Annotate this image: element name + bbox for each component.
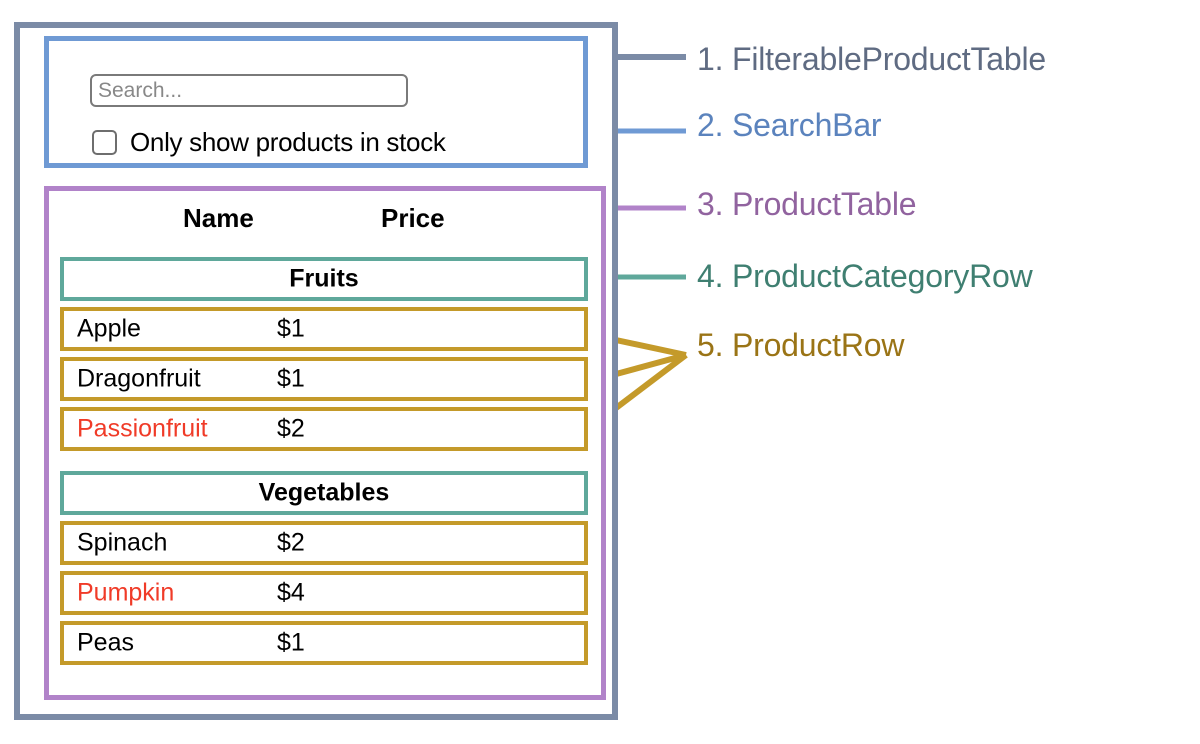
product-row: Pumpkin $4 <box>60 571 588 615</box>
product-price: $2 <box>277 528 305 557</box>
product-name: Peas <box>77 628 134 657</box>
product-name: Apple <box>77 314 141 343</box>
product-price: $4 <box>277 578 305 607</box>
product-row: Spinach $2 <box>60 521 588 565</box>
column-header-price: Price <box>381 203 445 233</box>
product-name: Passionfruit <box>77 414 208 443</box>
legend-item-filterable-product-table: 1. FilterableProductTable <box>697 41 1046 77</box>
group-spacer <box>60 457 588 471</box>
product-name: Dragonfruit <box>77 364 201 393</box>
legend-item-product-category-row: 4. ProductCategoryRow <box>697 258 1033 294</box>
search-input[interactable]: Search... <box>90 74 408 107</box>
product-table-column-headers: Name Price <box>49 203 601 243</box>
product-category-label: Fruits <box>289 264 359 293</box>
product-row: Dragonfruit $1 <box>60 357 588 401</box>
product-price: $1 <box>277 628 305 657</box>
product-name: Spinach <box>77 528 168 557</box>
product-price: $1 <box>277 314 305 343</box>
product-table-rows: Fruits Apple $1 Dragonfruit $1 Passionfr… <box>60 257 588 671</box>
in-stock-checkbox-row[interactable]: Only show products in stock <box>92 127 446 158</box>
product-price: $2 <box>277 414 305 443</box>
in-stock-checkbox[interactable] <box>92 130 117 155</box>
legend-item-product-table: 3. ProductTable <box>697 186 917 222</box>
product-category-label: Vegetables <box>258 478 390 507</box>
column-header-name: Name <box>183 203 254 233</box>
product-price: $1 <box>277 364 305 393</box>
product-row: Apple $1 <box>60 307 588 351</box>
product-name: Pumpkin <box>77 578 175 607</box>
product-row: Peas $1 <box>60 621 588 665</box>
product-table-box: Name Price Fruits Apple $1 Dragonfruit $… <box>44 186 606 700</box>
legend-item-product-row: 5. ProductRow <box>697 327 905 363</box>
in-stock-checkbox-label: Only show products in stock <box>130 127 446 157</box>
product-category-row: Fruits <box>60 257 588 301</box>
legend-item-search-bar: 2. SearchBar <box>697 107 882 143</box>
product-row: Passionfruit $2 <box>60 407 588 451</box>
product-category-row: Vegetables <box>60 471 588 515</box>
